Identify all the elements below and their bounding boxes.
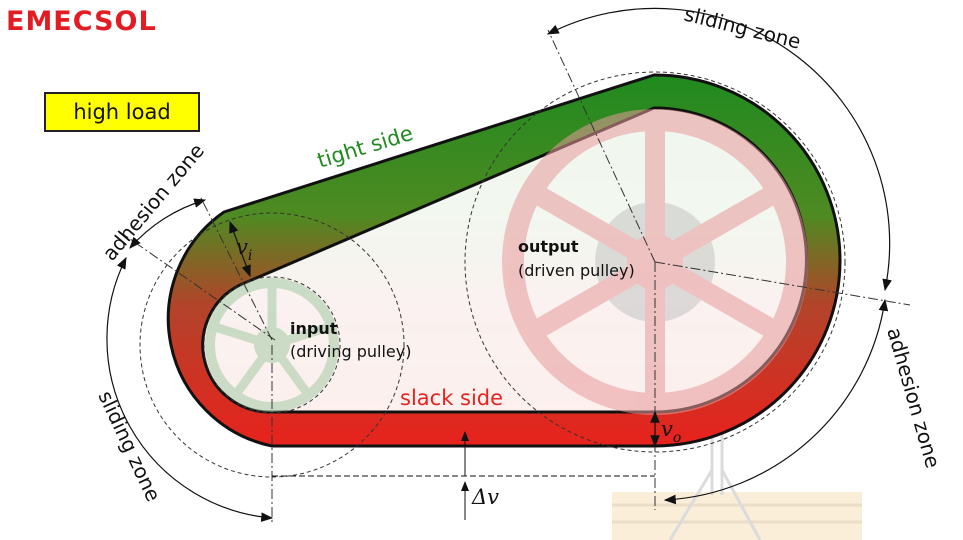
v-input-subscript: i <box>248 248 252 264</box>
v-output-label: vo <box>661 417 681 446</box>
output-pulley-title: output <box>518 237 579 256</box>
v-input-label: vi <box>236 235 252 264</box>
load-legend-label: high load <box>73 100 171 124</box>
input-pulley-subtitle: (driving pulley) <box>290 342 411 361</box>
adhesion-zone-right-label: adhesion zone <box>882 325 945 471</box>
adhesion-zone-left-arc <box>129 198 207 249</box>
load-legend-badge: high load <box>44 92 200 132</box>
zone-arcs <box>106 7 892 522</box>
delta-v-label: Δv <box>471 485 499 509</box>
brand-logo: EMECSOL <box>6 6 157 37</box>
velocity-arrows <box>229 220 660 448</box>
delta-v-dimension <box>272 431 655 520</box>
adhesion-zone-right-arc <box>663 298 889 505</box>
output-pulley-subtitle: (driven pulley) <box>518 261 635 280</box>
v-input-symbol: v <box>236 235 248 259</box>
sliding-zone-top-arc <box>546 7 892 292</box>
input-pulley-title: input <box>290 319 338 338</box>
sliding-zone-top-label: sliding zone <box>682 2 803 54</box>
v-input-arrow <box>229 220 251 278</box>
sliding-zone-left-arc <box>106 256 274 522</box>
slack-side-label: slack side <box>400 386 503 410</box>
v-output-subscript: o <box>673 430 681 446</box>
v-output-symbol: v <box>661 417 673 441</box>
